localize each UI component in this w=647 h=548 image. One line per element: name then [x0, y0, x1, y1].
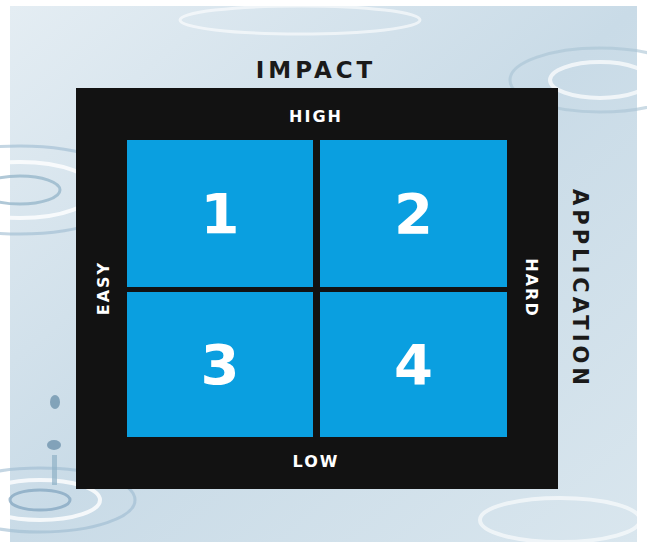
quadrant-box: 1: [127, 140, 313, 287]
axis-level: EASY: [96, 261, 112, 315]
axis-level: LOW: [293, 454, 340, 470]
axis-title: APPLICATION: [569, 189, 590, 389]
quadrant-box: 3: [127, 292, 313, 437]
quadrant-number: 1: [201, 186, 240, 242]
axis-level: HARD: [523, 258, 539, 317]
axis-level: HIGH: [289, 109, 343, 125]
axis-title: IMPACT: [256, 59, 377, 82]
water-surface: [10, 6, 637, 542]
quadrant-box: 2: [320, 140, 507, 287]
water-droplet: [47, 395, 61, 485]
quadrant-number: 2: [394, 186, 433, 242]
quadrant-number: 4: [394, 337, 433, 393]
ripples: [0, 6, 647, 542]
matrix-frame: HIGH EASY HARD LOW 1 2 3 4: [76, 88, 558, 489]
quadrant-box: 4: [320, 292, 507, 437]
quadrant-number: 3: [201, 337, 240, 393]
